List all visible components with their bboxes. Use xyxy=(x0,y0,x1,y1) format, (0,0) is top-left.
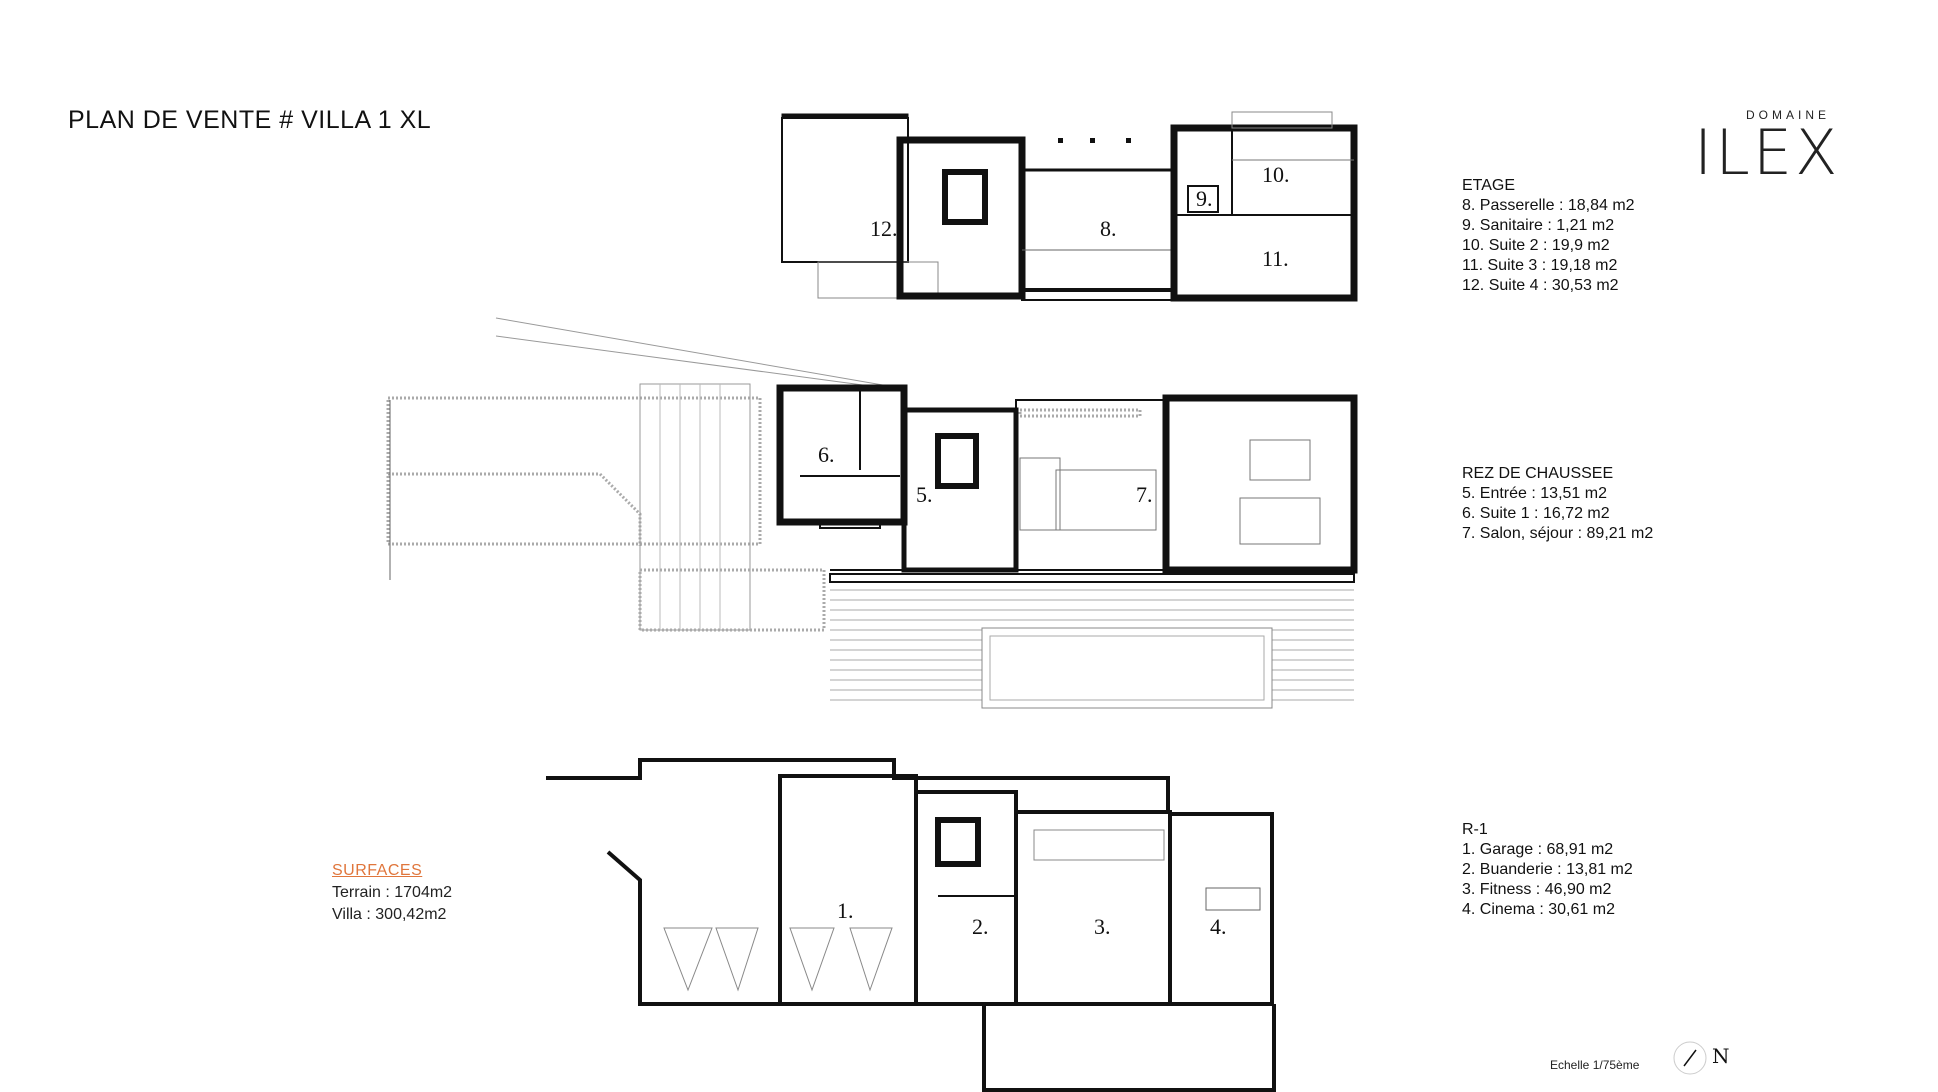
room-8-label: 8. xyxy=(1100,216,1117,241)
room-6-label: 6. xyxy=(818,442,835,467)
legend-item: 7. Salon, séjour : 89,21 m2 xyxy=(1462,525,1654,542)
legend-item: 5. Entrée : 13,51 m2 xyxy=(1462,485,1607,502)
surface-terrain: Terrain : 1704m2 xyxy=(332,884,453,901)
surfaces-block: SURFACES Terrain : 1704m2 Villa : 300,42… xyxy=(332,860,452,926)
legend-item: 8. Passerelle : 18,84 m2 xyxy=(1462,197,1635,214)
surface-villa: Villa : 300,42m2 xyxy=(332,906,447,923)
page-title: PLAN DE VENTE # VILLA 1 XL xyxy=(68,106,432,134)
legend-item: 3. Fitness : 46,90 m2 xyxy=(1462,881,1612,898)
room-12-label: 12. xyxy=(870,216,898,241)
legend-etage: ETAGE 8. Passerelle : 18,84 m2 9. Sanita… xyxy=(1462,176,1635,296)
room-1-label: 1. xyxy=(837,898,854,923)
legend-item: 10. Suite 2 : 19,9 m2 xyxy=(1462,237,1610,254)
legend-item: 2. Buanderie : 13,81 m2 xyxy=(1462,861,1633,878)
brand-main-text: ILEX xyxy=(1694,116,1841,189)
brand-logo: DOMAINE ILEX xyxy=(1694,106,1844,189)
room-9-label: 9. xyxy=(1196,186,1213,211)
room-3-label: 3. xyxy=(1094,914,1111,939)
plan-rdc xyxy=(386,317,1358,709)
legend-rdc-heading: REZ DE CHAUSSEE xyxy=(1462,465,1614,482)
room-4-label: 4. xyxy=(1210,914,1227,939)
brand-top-text: DOMAINE xyxy=(1746,108,1831,122)
room-5-label: 5. xyxy=(916,482,933,507)
surfaces-title: SURFACES xyxy=(332,862,423,879)
room-10-label: 10. xyxy=(1262,162,1290,187)
scale-label: Echelle 1/75ème xyxy=(1550,1058,1640,1072)
legend-rdc: REZ DE CHAUSSEE 5. Entrée : 13,51 m2 6. … xyxy=(1462,464,1653,544)
room-11-label: 11. xyxy=(1262,246,1289,271)
legend-etage-heading: ETAGE xyxy=(1462,177,1516,194)
legend-item: 11. Suite 3 : 19,18 m2 xyxy=(1462,257,1618,274)
legend-item: 1. Garage : 68,91 m2 xyxy=(1462,841,1614,858)
legend-r1: R-1 1. Garage : 68,91 m2 2. Buanderie : … xyxy=(1462,820,1633,920)
legend-item: 9. Sanitaire : 1,21 m2 xyxy=(1462,217,1615,234)
plan-r1 xyxy=(546,758,1276,1092)
room-2-label: 2. xyxy=(972,914,989,939)
room-7-label: 7. xyxy=(1136,482,1153,507)
plan-etage xyxy=(781,111,1358,302)
legend-r1-heading: R-1 xyxy=(1462,821,1488,838)
north-letter: N xyxy=(1712,1044,1730,1068)
north-arrow: N xyxy=(1668,1040,1738,1080)
north-arrow-icon xyxy=(1673,1041,1707,1075)
legend-item: 6. Suite 1 : 16,72 m2 xyxy=(1462,505,1610,522)
legend-item: 12. Suite 4 : 30,53 m2 xyxy=(1462,277,1619,294)
room-labels: 1. 2. 3. 4. 5. 6. 7. 8. 9. 10. 11. 12. xyxy=(818,162,1290,939)
legend-item: 4. Cinema : 30,61 m2 xyxy=(1462,901,1615,918)
